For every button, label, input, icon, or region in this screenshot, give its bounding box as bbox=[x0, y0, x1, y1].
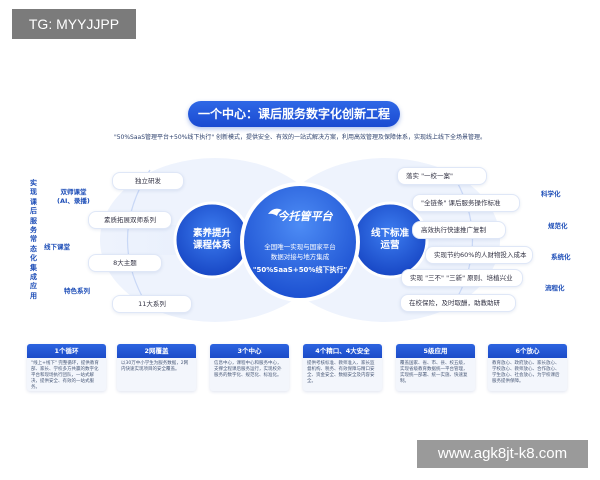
card-text: 提供考核标准、教师准入、家长监督机构、税务、有效保障与精口安全、资金安全、数据安… bbox=[307, 361, 375, 384]
card-four-security: 4个精口、4大安全 提供考核标准、教师准入、家长监督机构、税务、有效保障与精口安… bbox=[303, 344, 382, 391]
card-title: 4个精口、4大安全 bbox=[303, 344, 382, 358]
card-title: 2网覆盖 bbox=[117, 344, 196, 358]
card-title: 6个放心 bbox=[488, 344, 567, 358]
left-pill-1: 独立研发 bbox=[112, 172, 184, 190]
right-pill-2: "全链条" 课后服务操作标准 bbox=[412, 194, 520, 212]
card-text: 教育放心、政府放心、家长放心、学校放心、教师放心、合作放心、学生放心、社会放心，… bbox=[492, 361, 560, 384]
left-pill-2: 素质拓展双师系列 bbox=[88, 211, 172, 229]
right-circle-label: 线下标准 运营 bbox=[370, 228, 409, 251]
left-vertical-label: 实现课后服务常态化集成应用 bbox=[30, 179, 37, 300]
card-title: 1个循环 bbox=[27, 344, 106, 358]
left-pill-4: 11大系列 bbox=[112, 295, 192, 313]
label-special-series: 特色系列 bbox=[64, 287, 90, 295]
left-pill-3: 8大主题 bbox=[88, 254, 162, 272]
right-label-standardized: 规范化 bbox=[548, 222, 568, 230]
right-arc bbox=[449, 169, 473, 311]
watermark-top: TG: MYYJJPP bbox=[12, 9, 136, 39]
right-label-procedural: 流程化 bbox=[545, 284, 565, 292]
label-offline-class: 线下课堂 bbox=[44, 243, 70, 251]
card-title: 5级应用 bbox=[396, 344, 475, 358]
right-pill-1: 落实 "一校一案" bbox=[397, 167, 487, 185]
page-title: 一个中心：课后服务数字化创新工程 bbox=[188, 101, 400, 127]
center-line-1: 全国唯一实现与国家平台 bbox=[264, 243, 336, 251]
center-line-2: 数据对接与地方集成 bbox=[270, 253, 330, 261]
right-pill-5: 实现 "三不" "三新" 原则、培植兴业 bbox=[401, 269, 523, 287]
right-label-scientific: 科学化 bbox=[541, 190, 561, 198]
right-pill-4: 实现节约60%的人财物投入成本 bbox=[425, 246, 533, 264]
card-five-levels: 5级应用 覆盖国家、省、市、县、校五级，实现省级教育数据统一平台管理，实现统一部… bbox=[396, 344, 475, 391]
card-three-centers: 3个中心 信息中心，课程中心和服务中心，支撑全程课后服务运行，实现校外服务的数字… bbox=[210, 344, 289, 391]
card-text: "线上+线下" 完整循环，提供教育部、家长、学校多方共赢的数字化平台和现场执行团… bbox=[31, 361, 99, 390]
card-text: 以30万中小学生为服务数据，2网内快速实现项目的安全覆盖。 bbox=[121, 361, 189, 372]
card-title: 3个中心 bbox=[210, 344, 289, 358]
center-line-3: "50%SaaS+50%线下执行" bbox=[252, 266, 348, 274]
card-text: 信息中心，课程中心和服务中心，支撑全程课后服务运行，实现校外服务的数字化、规范化… bbox=[214, 361, 282, 378]
center-logo: 今托管平台 bbox=[277, 210, 333, 223]
card-one-cycle: 1个循环 "线上+线下" 完整循环，提供教育部、家长、学校多方共赢的数字化平台和… bbox=[27, 344, 106, 391]
label-dual-teacher: 双师课堂 (AI、录播) bbox=[57, 188, 90, 205]
dolphin-icon bbox=[268, 208, 282, 216]
page-subtitle: "50%SaaS管理平台+50%线下执行" 创新模式，提供安全、有效的一站式解决… bbox=[113, 134, 487, 141]
card-text: 覆盖国家、省、市、县、校五级，实现省级教育数据统一平台管理，实现统一部署、统一实… bbox=[400, 361, 468, 384]
card-six-assurances: 6个放心 教育放心、政府放心、家长放心、学校放心、教师放心、合作放心、学生放心、… bbox=[488, 344, 567, 391]
watermark-bottom: www.agk8jt-k8.com bbox=[417, 440, 588, 468]
right-label-systematic: 系统化 bbox=[551, 253, 571, 261]
right-pill-3: 高效执行快速推广复制 bbox=[412, 221, 506, 239]
left-circle-label: 素养提升 课程体系 bbox=[192, 228, 231, 251]
card-two-networks: 2网覆盖 以30万中小学生为服务数据，2网内快速实现项目的安全覆盖。 bbox=[117, 344, 196, 391]
right-pill-6: 在校保险，及时取酬，助教助研 bbox=[400, 294, 516, 312]
